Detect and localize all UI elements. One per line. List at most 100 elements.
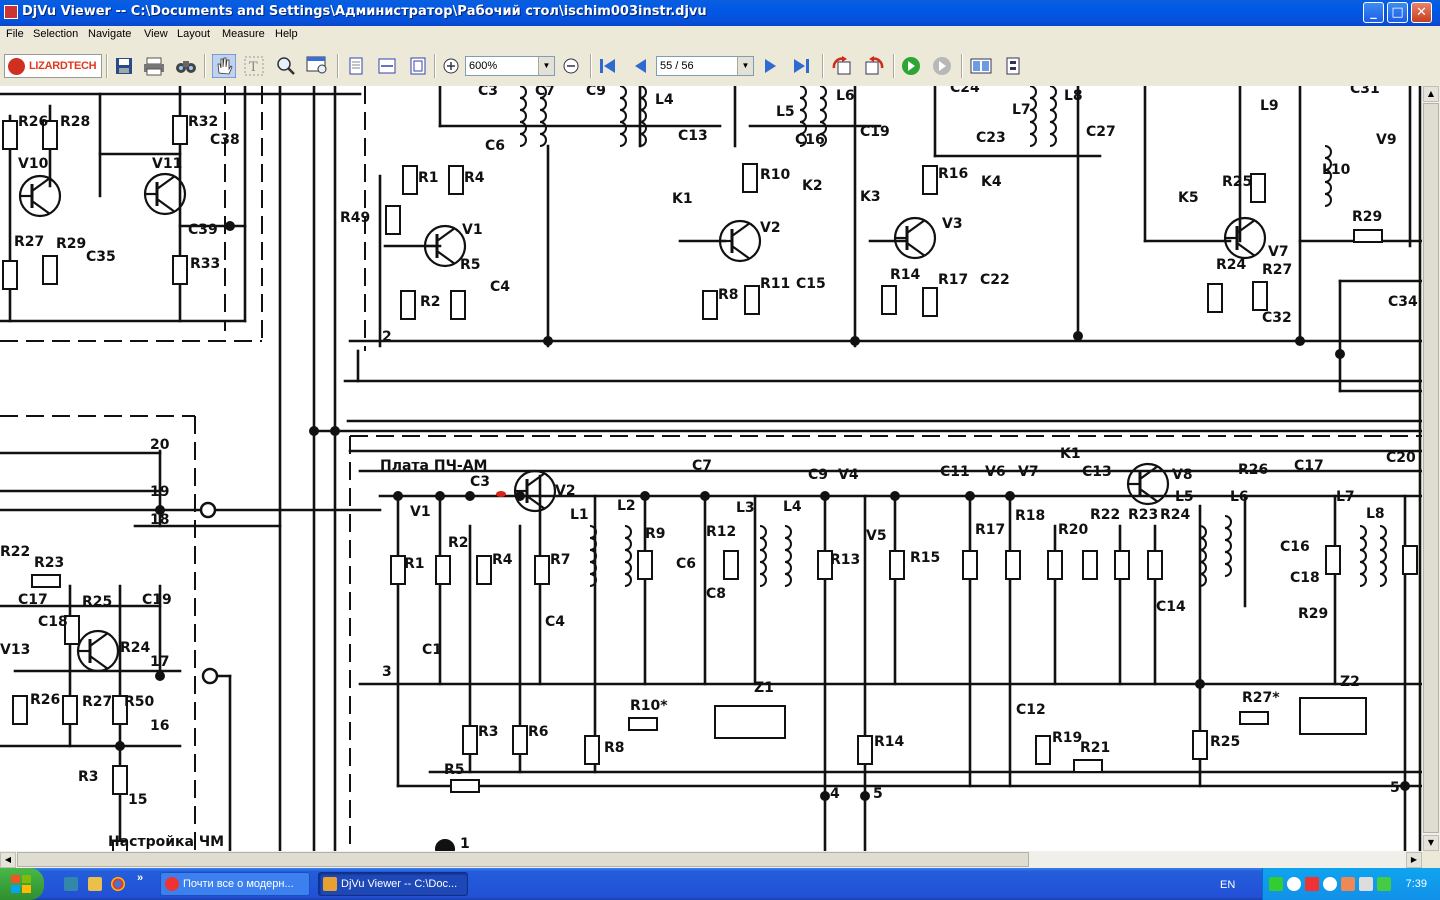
resistor <box>723 550 739 580</box>
filter-block <box>714 705 786 739</box>
first-page-icon[interactable] <box>598 56 618 76</box>
chevron-down-icon[interactable]: ▼ <box>737 57 753 75</box>
resistor <box>744 285 760 315</box>
maximize-button[interactable]: □ <box>1387 2 1408 23</box>
resistor <box>584 735 600 765</box>
network-icon[interactable] <box>1341 877 1355 891</box>
magnifier-window-icon[interactable] <box>306 56 330 76</box>
zoom-value: 600% <box>469 60 498 72</box>
language-indicator[interactable]: EN <box>1220 879 1236 891</box>
menu-view[interactable]: View <box>144 28 168 40</box>
thumbnails-icon[interactable] <box>969 56 993 76</box>
zoom-dropdown[interactable]: 600% ▼ <box>465 56 555 76</box>
menu-measure[interactable]: Measure <box>222 28 265 40</box>
save-icon[interactable] <box>114 56 134 76</box>
scroll-right-arrow-icon[interactable]: ▶ <box>1406 852 1422 868</box>
chrome-icon[interactable] <box>111 877 125 891</box>
vertical-scrollbar[interactable]: ▲ ▼ <box>1422 86 1440 851</box>
schematic-label: C16 <box>1280 539 1310 555</box>
single-page-icon[interactable] <box>346 56 366 76</box>
safely-remove-icon[interactable] <box>1377 877 1391 891</box>
junction-dot <box>820 491 830 501</box>
schematic-label: R14 <box>890 267 921 283</box>
print-icon[interactable] <box>142 56 166 76</box>
junction-dot <box>965 491 975 501</box>
schematic-label: L2 <box>617 498 636 514</box>
resistor <box>112 765 128 795</box>
schematic-label: R6 <box>528 724 549 740</box>
yandex-icon <box>165 877 179 891</box>
hand-tool-icon[interactable] <box>212 54 236 78</box>
find-binoculars-icon[interactable] <box>174 56 198 76</box>
schematic-label: V11 <box>152 156 182 172</box>
schematic-label: 16 <box>150 718 169 734</box>
antivirus-icon[interactable] <box>1287 877 1301 891</box>
schematic-label: K1 <box>1060 446 1081 462</box>
resistor <box>1353 229 1383 243</box>
scroll-down-arrow-icon[interactable]: ▼ <box>1423 835 1439 851</box>
scroll-left-arrow-icon[interactable]: ◀ <box>0 852 16 868</box>
last-page-icon[interactable] <box>791 56 811 76</box>
text-select-icon[interactable]: T <box>244 56 264 76</box>
schematic-label: R23 <box>34 555 64 571</box>
horizontal-scroll-thumb[interactable] <box>17 852 1029 867</box>
schematic-label: R29 <box>56 236 86 252</box>
rotate-right-icon[interactable] <box>862 56 886 76</box>
quicklaunch-chevron[interactable]: » <box>137 872 144 884</box>
menu-file[interactable]: File <box>6 28 24 40</box>
resistor <box>857 735 873 765</box>
schematic-label: R27 <box>82 694 112 710</box>
schematic-label: Z1 <box>754 680 774 696</box>
schematic-label: R8 <box>604 740 625 756</box>
resistor <box>962 550 978 580</box>
schematic-label: C12 <box>1016 702 1046 718</box>
next-page-icon[interactable] <box>761 56 781 76</box>
junction-dot <box>1400 781 1410 791</box>
horizontal-scrollbar[interactable]: ◀ ▶ <box>0 851 1422 868</box>
close-button[interactable]: ✕ <box>1411 2 1432 23</box>
app-icon[interactable] <box>4 5 18 19</box>
schematic-label: R10 <box>760 167 791 183</box>
transistor <box>893 216 937 260</box>
task-browser[interactable]: Почти все о модерн... <box>160 872 310 896</box>
zoom-tool-icon[interactable] <box>276 56 296 76</box>
update-icon[interactable] <box>1305 877 1319 891</box>
previous-page-icon[interactable] <box>630 56 650 76</box>
messenger-icon[interactable] <box>1323 877 1337 891</box>
section-bullet <box>435 839 455 851</box>
menu-help[interactable]: Help <box>275 28 298 40</box>
go-forward-icon[interactable] <box>901 56 921 76</box>
rotate-left-icon[interactable] <box>830 56 854 76</box>
scroll-up-arrow-icon[interactable]: ▲ <box>1423 86 1439 102</box>
download-arrow-icon[interactable] <box>1269 877 1283 891</box>
schematic-label: V10 <box>18 156 49 172</box>
task-djvu-viewer[interactable]: DjVu Viewer -- C:\Doc... <box>318 872 468 896</box>
menu-layout[interactable]: Layout <box>177 28 211 40</box>
menu-navigate[interactable]: Navigate <box>88 28 132 40</box>
schematic-label: C19 <box>142 592 172 608</box>
inductor-coil <box>589 525 597 587</box>
task-browser-label: Почти все о модерн... <box>183 878 294 890</box>
start-button[interactable] <box>0 868 44 900</box>
zoom-in-icon[interactable] <box>441 56 461 76</box>
explorer-icon[interactable] <box>88 877 102 891</box>
schematic-label: V8 <box>1172 467 1193 483</box>
lizardtech-logo[interactable]: LIZARDTECH <box>4 54 102 78</box>
schematic-label: C34 <box>1388 294 1418 310</box>
menu-selection[interactable]: Selection <box>33 28 79 40</box>
show-desktop-icon[interactable] <box>64 877 78 891</box>
schematic-label: R5 <box>460 257 481 273</box>
fit-width-icon[interactable] <box>377 56 397 76</box>
chevron-down-icon[interactable]: ▼ <box>538 57 554 75</box>
vertical-scroll-thumb[interactable] <box>1423 103 1439 833</box>
page-number-dropdown[interactable]: 55 / 56 ▼ <box>656 56 754 76</box>
schematic-label: L1 <box>570 507 589 523</box>
schematic-label: 5 <box>1390 780 1400 796</box>
minimize-button[interactable]: _ <box>1363 2 1384 23</box>
zoom-out-icon[interactable] <box>561 56 581 76</box>
go-back-icon[interactable] <box>932 56 952 76</box>
document-info-icon[interactable] <box>1003 56 1023 76</box>
fit-page-icon[interactable] <box>408 56 428 76</box>
volume-icon[interactable] <box>1359 877 1373 891</box>
